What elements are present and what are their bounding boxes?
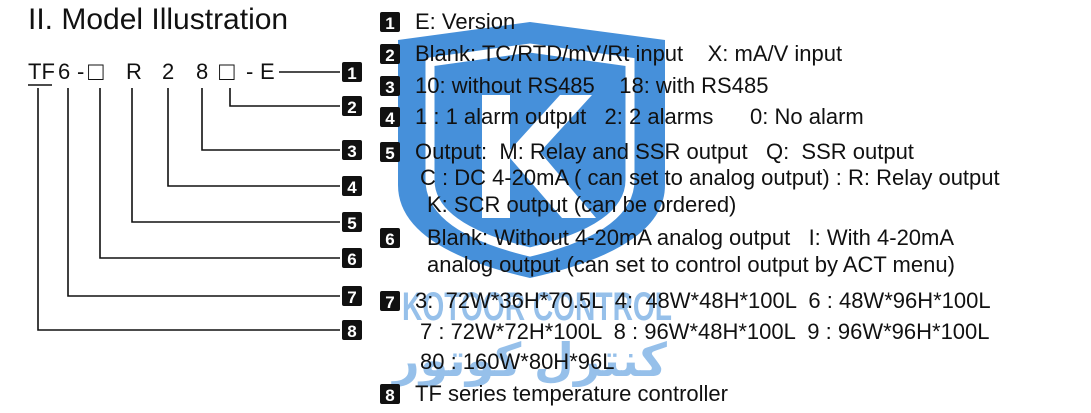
- marker-4: 4: [342, 176, 362, 197]
- desc-badge-5: [380, 142, 400, 162]
- svg-text:5: 5: [347, 214, 356, 233]
- svg-text:4: 4: [347, 178, 357, 197]
- desc-line: Blank: Without 4-20mA analog output I: W…: [427, 225, 954, 250]
- leader-line-6: [99, 88, 340, 259]
- marker-8: 8: [342, 320, 362, 341]
- marker-1: 1: [342, 62, 362, 83]
- desc-badge-7: [380, 291, 400, 311]
- model-code: TF 6 - □ R 2 8 □ - E: [28, 56, 275, 86]
- leader-line-8: [37, 88, 340, 331]
- desc-line: 7 : 72W*72H*100L 8 : 96W*48H*100L 9 : 96…: [420, 319, 990, 344]
- desc-badge-label-2: 2: [385, 46, 394, 65]
- desc-line: K: SCR output (can be ordered): [427, 192, 736, 217]
- svg-text:7: 7: [347, 288, 356, 307]
- leader-line-2: [229, 88, 340, 107]
- marker-2: 2: [342, 96, 362, 117]
- marker-7: 7: [342, 286, 362, 307]
- model-code-output: R: [126, 59, 142, 84]
- leader-markers: 1 2 3 4 5 6 7 8: [342, 62, 362, 341]
- desc-line: Output: M: Relay and SSR output Q: SSR o…: [415, 139, 914, 164]
- model-code-version: E: [260, 59, 275, 84]
- desc-badge-label-4: 4: [385, 109, 395, 128]
- svg-text:6: 6: [347, 250, 356, 269]
- desc-badge-label-6: 6: [385, 230, 394, 249]
- desc-badge-label-3: 3: [385, 78, 394, 97]
- watermark-inner-shield-icon: [425, 43, 635, 257]
- desc-badge-label-7: 7: [385, 293, 394, 312]
- desc-badge-3: [380, 76, 400, 96]
- desc-badge-2: [380, 44, 400, 64]
- desc-line: analog output (can set to control output…: [427, 252, 955, 277]
- desc-badge-label-8: 8: [385, 386, 394, 405]
- desc-badge-4: [380, 107, 400, 127]
- model-code-dash: -: [77, 59, 84, 84]
- desc-line: C : DC 4-20mA ( can set to analog output…: [420, 165, 1000, 190]
- model-code-box-6: □: [88, 56, 104, 86]
- desc-line: E: Version: [415, 9, 515, 34]
- page-title: II. Model Illustration: [28, 3, 288, 36]
- model-code-series: TF: [28, 59, 55, 84]
- desc-line: 3: 72W*36H*70.5L 4: 48W*48H*100L 6 : 48W…: [415, 288, 991, 313]
- watermark: KOTOOR CONTROL كنترل كوتور: [391, 22, 672, 387]
- desc-line: 1 : 1 alarm output 2: 2 alarms 0: No ala…: [415, 104, 864, 129]
- desc-badge-6: [380, 228, 400, 248]
- svg-text:1: 1: [347, 64, 356, 83]
- leader-line-3: [201, 88, 340, 151]
- marker-5: 5: [342, 212, 362, 233]
- desc-line: TF series temperature controller: [415, 381, 728, 406]
- leader-line-4: [167, 88, 340, 187]
- desc-badge-label-5: 5: [385, 144, 394, 163]
- leader-line-5: [131, 88, 340, 223]
- model-code-alarm: 2: [162, 59, 174, 84]
- model-code-comm: 8: [196, 59, 208, 84]
- marker-3: 3: [342, 140, 362, 161]
- desc-badge-8: [380, 384, 400, 404]
- marker-6: 6: [342, 248, 362, 269]
- model-code-dash-2: -: [246, 59, 253, 84]
- svg-text:2: 2: [347, 98, 356, 117]
- model-code-box-2: □: [219, 56, 235, 86]
- desc-line: Blank: TC/RTD/mV/Rt input X: mA/V input: [415, 41, 842, 66]
- watermark-line1: KOTOOR CONTROL: [402, 285, 672, 329]
- watermark-k-mark-icon: [482, 95, 596, 218]
- description-list: 1 E: Version 2 Blank: TC/RTD/mV/Rt input X:…: [380, 9, 1000, 406]
- desc-line: 10: without RS485 18: with RS485: [415, 73, 768, 98]
- desc-line: 80 : 160W*80H*96L: [420, 349, 614, 374]
- leader-line-7: [67, 88, 340, 297]
- model-code-size: 6: [58, 59, 70, 84]
- svg-text:8: 8: [347, 322, 356, 341]
- desc-badge-1: [380, 12, 400, 32]
- leader-lines: [37, 71, 340, 331]
- watermark-line2: كنترل كوتور: [391, 334, 667, 387]
- desc-badge-label-1: 1: [385, 14, 394, 33]
- svg-text:3: 3: [347, 142, 356, 161]
